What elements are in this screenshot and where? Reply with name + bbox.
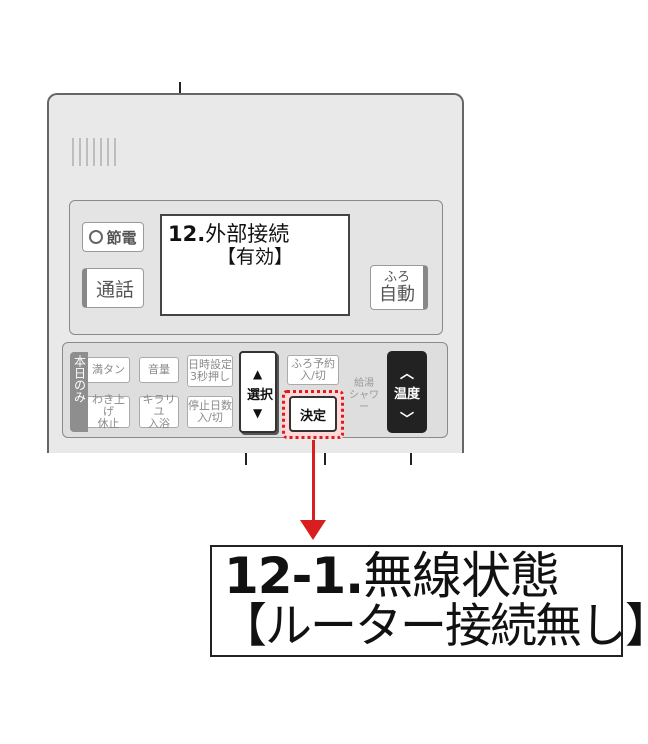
result-display: 12-1.無線状態 【ルーター接続無し】 [210,545,648,657]
kettei-button[interactable]: 決定 [289,396,337,432]
kiraryu-label-2: 入浴 [148,417,170,430]
lcd-line-1-number: 12. [168,222,206,246]
arrow-line [312,440,315,522]
arrow-head [300,520,326,540]
honjitsu-text: 本日のみ [72,355,87,403]
ondo-label: 温度 [393,387,420,402]
result-line-1: 12-1.無線状態 [224,547,560,605]
result-line-1-number: 12-1. [224,547,364,605]
honjitsu-label: 本日のみ [70,352,88,432]
furo-jido-label-1: ふろ [383,270,410,285]
teishi-label-2: 入/切 [197,411,223,424]
wakiage-button[interactable]: わき上げ 休止 [88,393,130,430]
kettei-label: 決定 [299,408,326,424]
wakiage-label-2: 休止 [97,417,120,430]
kiraryu-button[interactable]: キラリユ 入浴 [139,393,179,430]
ondo-button[interactable]: ︿ 温度 ﹀ [387,351,427,433]
result-line-2: 【ルーター接続無し】 [220,599,648,654]
tsuwa-label: 通話 [95,278,134,301]
onryo-label: 音量 [148,363,170,376]
sentaku-label: 選択 [246,388,273,403]
lcd-display: 12.外部接続 【有効】 [160,214,350,316]
mantan-button[interactable]: 満タン [88,357,130,383]
lcd-line-1-text: 外部接続 [205,222,290,246]
onryo-button[interactable]: 音量 [139,357,179,383]
furo-yoyaku-label-1: ふろ予約 [291,357,335,370]
nichiji-label-1: 日時設定 [188,358,232,371]
lcd-line-2: 【有効】 [217,246,294,268]
tsuwa-button[interactable]: 通話 [82,268,144,308]
chevron-down-icon: ﹀ [400,412,414,428]
teishi-button[interactable]: 停止日数 入/切 [187,396,233,428]
kyuto-label-2: シャワー [349,390,379,413]
teishi-label-1: 停止日数 [188,399,232,412]
furo-yoyaku-button[interactable]: ふろ予約 入/切 [287,355,339,385]
kyuto-label-1: 給湯 [354,378,374,389]
result-line-1-text: 無線状態 [363,547,560,605]
wakiage-label-1: わき上げ [92,393,125,418]
chevron-up-icon: ︿ [400,366,414,382]
setsuden-button[interactable]: 節電 [82,222,144,252]
sentaku-button[interactable]: ▲ 選択 ▼ [239,351,277,433]
nichiji-button[interactable]: 日時設定 3秒押し [187,355,233,387]
setsuden-label: 節電 [106,228,137,247]
furo-jido-label-2: 自動 [379,284,415,305]
kiraryu-label-1: キラリユ [142,393,176,418]
furo-jido-button[interactable]: ふろ 自動 [370,265,428,310]
furo-yoyaku-label-2: 入/切 [300,369,326,382]
nichiji-label-2: 3秒押し [190,370,230,383]
triangle-up-icon: ▲ [253,367,263,381]
triangle-down-icon: ▼ [253,406,263,420]
mantan-label: 満タン [92,363,125,376]
eco-dot-icon [89,230,104,244]
kyuto-shower-label: 給湯 シャワー [345,360,383,428]
speaker-grille [72,138,124,168]
lcd-line-1: 12.外部接続 [168,218,289,248]
